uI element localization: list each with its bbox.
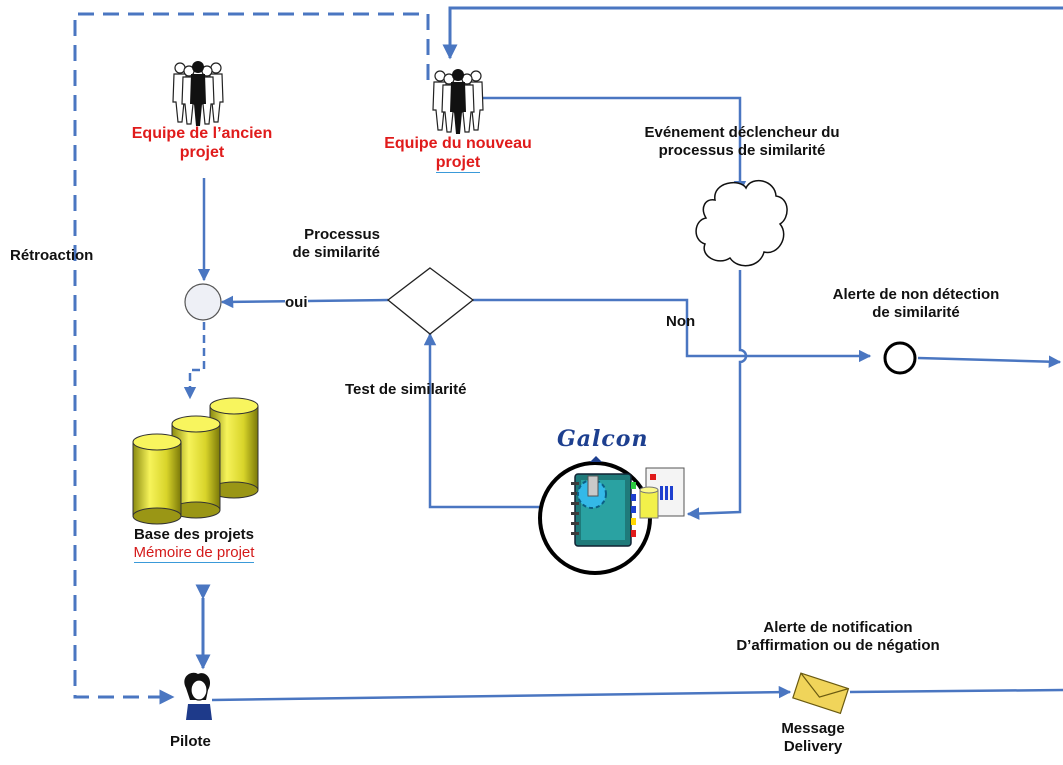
event-circle-icon bbox=[883, 341, 917, 375]
database-icon bbox=[132, 397, 259, 525]
team-old-label-line2: projet bbox=[179, 144, 225, 162]
alert-nondetect-label-line2: de similarité bbox=[872, 304, 960, 321]
retroaction-label: Rétroaction bbox=[10, 247, 94, 264]
team-old-icon bbox=[172, 61, 224, 126]
flow-diamond-non bbox=[473, 298, 872, 363]
alert-nondetect-label-line1: Alerte de non détection bbox=[832, 286, 1000, 303]
process-label: Processus de similarité bbox=[262, 226, 380, 262]
team-old-label: Equipe de l’ancien projet bbox=[96, 124, 308, 162]
oui-label: oui bbox=[285, 294, 308, 312]
cloud-icon bbox=[695, 179, 788, 267]
decision-diamond-icon bbox=[386, 267, 475, 335]
flow-top-to-new-team bbox=[442, 6, 1063, 60]
envelope-icon bbox=[792, 672, 850, 715]
base-projects-label: Base des projets bbox=[133, 526, 255, 543]
pilot-icon bbox=[184, 672, 212, 720]
flow-envelope-to-right bbox=[849, 688, 1063, 694]
merge-circle-icon bbox=[184, 283, 222, 321]
alert-notif-label-line1: Alerte de notification bbox=[763, 619, 913, 636]
team-new-label-line2: projet bbox=[435, 154, 481, 174]
message-label-line1: Message bbox=[781, 720, 845, 737]
alert-notif-label: Alerte de notification D’affirmation ou … bbox=[678, 619, 998, 655]
trigger-label-line2: processus de similarité bbox=[658, 142, 826, 159]
non-label: Non bbox=[666, 313, 696, 330]
galcon-tool-icon bbox=[538, 456, 685, 575]
feedback-loop bbox=[73, 12, 430, 705]
team-new-label-line1: Equipe du nouveau bbox=[384, 135, 532, 152]
message-label-line2: Delivery bbox=[783, 738, 843, 755]
galcon-label: Galcon bbox=[557, 426, 649, 452]
project-memory-label: Mémoire de projet bbox=[133, 544, 255, 563]
flow-new-team-to-cloud bbox=[482, 96, 747, 194]
test-similarity-label: Test de similarité bbox=[345, 381, 467, 398]
team-new-icon bbox=[432, 69, 484, 134]
alert-notif-label-line2: D’affirmation ou de négation bbox=[736, 637, 940, 654]
process-label-line2: de similarité bbox=[292, 244, 380, 261]
pilot-label: Pilote bbox=[170, 733, 211, 750]
team-old-label-line1: Equipe de l’ancien bbox=[131, 125, 273, 142]
trigger-label: Evénement déclencheur du processus de si… bbox=[620, 124, 864, 160]
flow-cloud-to-galcon bbox=[686, 270, 748, 520]
alert-nondetect-label: Alerte de non détection de similarité bbox=[800, 286, 1032, 322]
database-label: Base des projets Mémoire de projet bbox=[104, 526, 284, 563]
team-new-label: Equipe du nouveau projet bbox=[350, 134, 566, 174]
flow-merge-to-database bbox=[183, 322, 206, 400]
flow-galcon-to-diamond bbox=[423, 332, 545, 509]
process-label-line1: Processus bbox=[304, 226, 380, 243]
flow-event-to-right bbox=[917, 355, 1062, 368]
trigger-label-line1: Evénement déclencheur du bbox=[644, 124, 840, 141]
flow-pilot-to-envelope bbox=[211, 685, 792, 702]
message-delivery-label: Message Delivery bbox=[768, 720, 858, 756]
